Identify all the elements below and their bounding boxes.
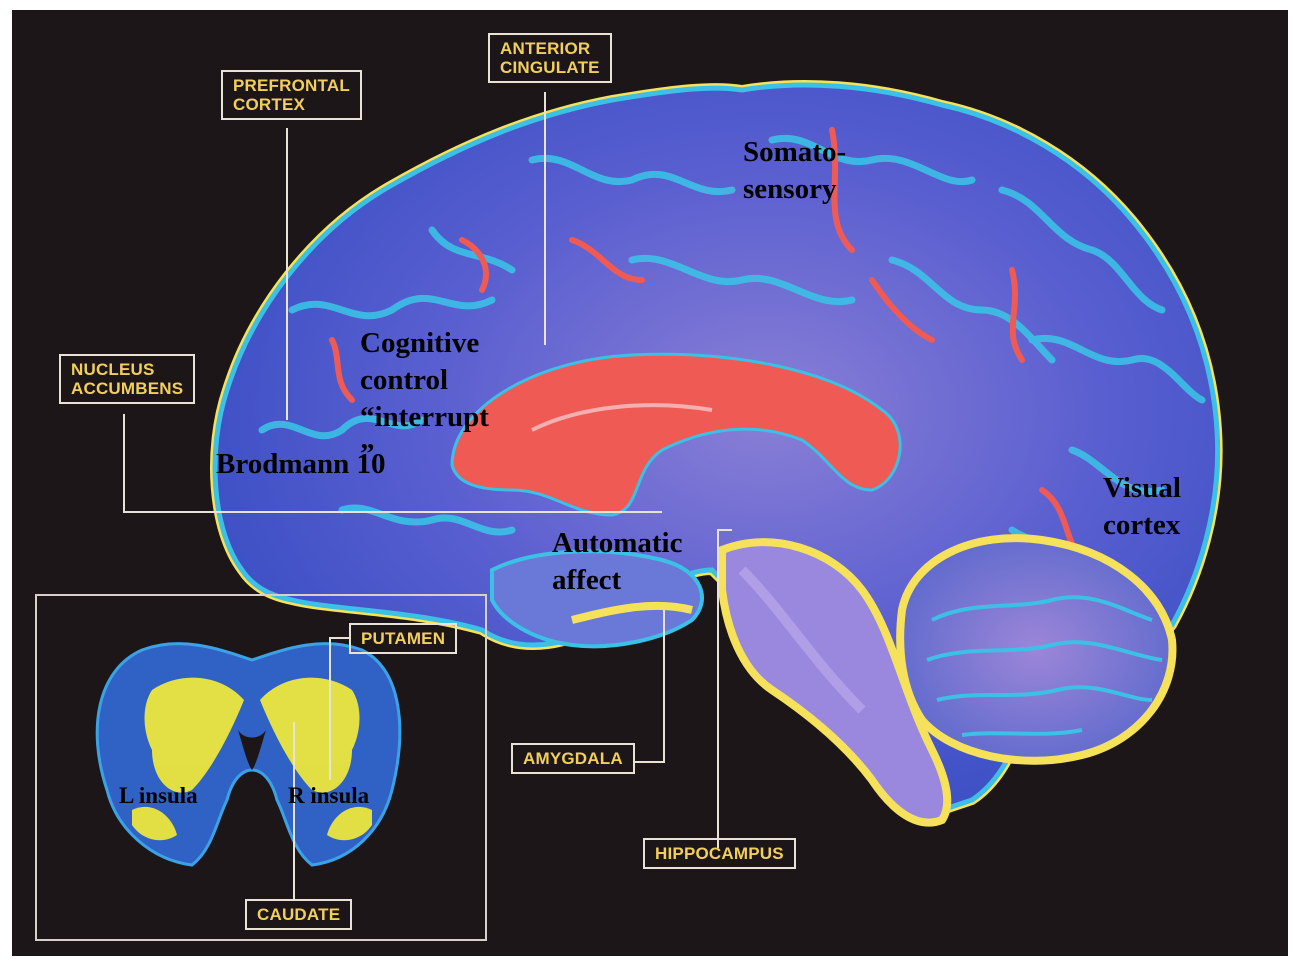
brain-figure: PREFRONTAL CORTEX ANTERIOR CINGULATE NUC…	[12, 10, 1288, 956]
label-prefrontal-cortex: PREFRONTAL CORTEX	[221, 70, 362, 120]
annotation-l-insula: L insula	[119, 783, 198, 809]
brain-illustration	[12, 10, 1288, 956]
annotation-somatosensory: Somato- sensory	[743, 134, 846, 208]
label-nucleus-accumbens: NUCLEUS ACCUMBENS	[59, 354, 195, 404]
annotation-brodmann-10: Brodmann 10	[216, 446, 385, 483]
label-putamen: PUTAMEN	[349, 623, 457, 654]
annotation-r-insula: R insula	[288, 783, 369, 809]
label-hippocampus: HIPPOCAMPUS	[643, 838, 796, 869]
label-amygdala: AMYGDALA	[511, 743, 635, 774]
annotation-automatic-affect: Automatic affect	[552, 525, 682, 599]
label-caudate: CAUDATE	[245, 899, 352, 930]
annotation-visual-cortex: Visual cortex	[1103, 470, 1181, 544]
label-anterior-cingulate: ANTERIOR CINGULATE	[488, 33, 612, 83]
